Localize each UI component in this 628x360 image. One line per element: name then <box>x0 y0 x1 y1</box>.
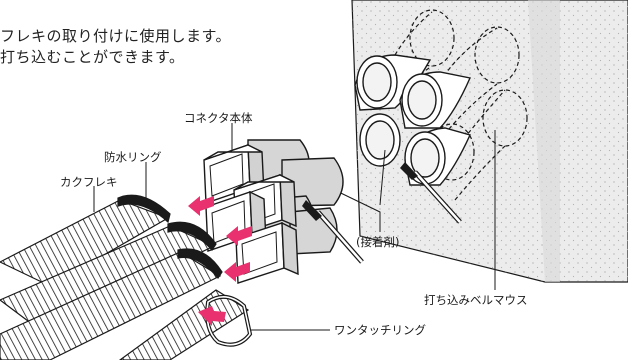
description-text: フレキの取り付けに使用します。 打ち込むことができます。 <box>0 26 231 68</box>
insertion-arrows <box>188 196 252 326</box>
description-line-1: フレキの取り付けに使用します。 <box>0 27 232 45</box>
description-line-2: 打ち込むことができます。 <box>0 48 185 66</box>
one-touch-ring <box>205 294 253 347</box>
bellmouth-label: 打ち込みベルマウス <box>424 293 528 307</box>
kakuflex-label: カクフレキ <box>60 175 118 189</box>
adhesive-brush-wall <box>400 162 462 224</box>
one-touch-ring-label: ワンタッチリング <box>334 323 426 337</box>
leader-lines <box>93 123 496 331</box>
arrow-icon <box>224 262 250 282</box>
connector-body-label: コネクタ本体 <box>184 111 253 125</box>
bellmouth-openings <box>354 54 471 186</box>
arrow-icon <box>226 226 252 246</box>
waterproof-ring-label: 防水リング <box>104 150 162 164</box>
connector-bodies <box>203 139 344 284</box>
kakuflex-pipes <box>0 194 250 360</box>
adhesive-brush-connector <box>302 200 364 264</box>
adhesive-label: (接着剤) <box>356 235 400 249</box>
arrow-icon <box>198 306 226 326</box>
arrow-icon <box>188 196 214 216</box>
